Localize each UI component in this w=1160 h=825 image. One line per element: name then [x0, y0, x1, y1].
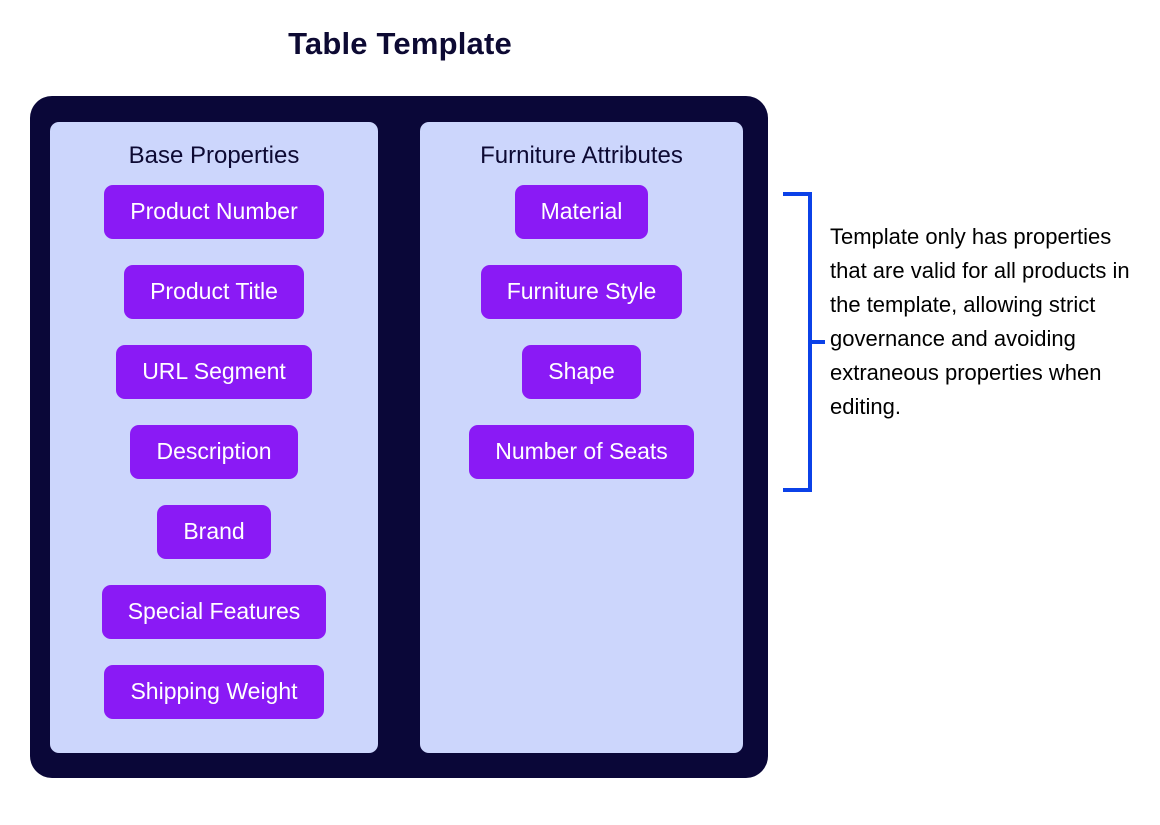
property-chip[interactable]: Brand: [157, 504, 271, 559]
property-chip[interactable]: Shape: [522, 344, 641, 399]
group-panel-furniture-attributes: Furniture Attributes Material Furniture …: [420, 122, 743, 753]
property-chip[interactable]: URL Segment: [116, 344, 312, 399]
property-chip[interactable]: Number of Seats: [469, 424, 694, 479]
property-chip[interactable]: Furniture Style: [480, 264, 683, 319]
property-chip[interactable]: Product Number: [104, 184, 324, 239]
property-chip[interactable]: Material: [514, 184, 649, 239]
template-container: Base Properties Product Number Product T…: [30, 96, 768, 778]
group-panel-base-properties: Base Properties Product Number Product T…: [50, 122, 378, 753]
annotation-text: Template only has properties that are va…: [830, 224, 1130, 419]
left-facing-bracket-icon: [783, 192, 825, 492]
annotation-callout: Template only has properties that are va…: [781, 190, 1153, 494]
page-title: Table Template: [288, 26, 512, 61]
property-chip[interactable]: Shipping Weight: [104, 664, 324, 719]
property-chip[interactable]: Product Title: [124, 264, 304, 319]
property-list-furniture-attributes: Material Furniture Style Shape Number of…: [432, 184, 731, 479]
property-chip[interactable]: Special Features: [101, 584, 327, 639]
property-chip[interactable]: Description: [130, 424, 298, 479]
group-title-furniture-attributes: Furniture Attributes: [480, 142, 683, 169]
group-title-base-properties: Base Properties: [128, 142, 300, 169]
property-list-base-properties: Product Number Product Title URL Segment…: [62, 184, 366, 719]
